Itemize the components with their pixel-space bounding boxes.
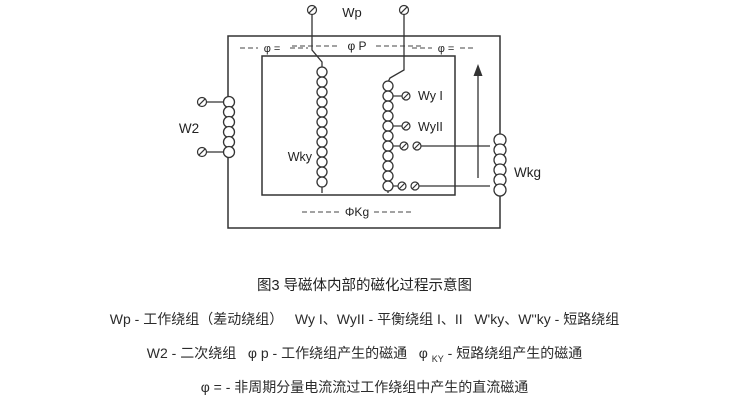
flux-dashed-lines	[240, 45, 476, 213]
label-phi-p: φ P	[347, 39, 366, 53]
coil-right-limb	[382, 80, 394, 192]
terminal-wy2-icon	[401, 121, 411, 131]
label-wp: Wp	[342, 5, 362, 20]
label-wy2: WyII	[418, 120, 443, 134]
coil-wkg	[493, 133, 507, 197]
legend-line-2-subscript: KY	[431, 353, 444, 364]
label-wky: Wky	[288, 150, 313, 164]
label-w2: W2	[179, 121, 199, 136]
core-inner-rect	[261, 55, 456, 196]
legend-line-1: Wp - 工作绕组（差动绕组） Wy I、WyII - 平衡绕组 I、II W'…	[109, 311, 620, 327]
terminal-pair1-icons	[399, 141, 422, 151]
w2-leads	[206, 101, 223, 153]
terminal-wy1-icon	[401, 91, 411, 101]
figure-caption: 图3 导磁体内部的磁化过程示意图	[256, 278, 473, 294]
terminal-top-right-icon	[398, 4, 410, 16]
terminal-top-left-icon	[306, 4, 318, 16]
wp-leads	[311, 14, 405, 83]
legend-line-3: φ = - 非周期分量电流流过工作绕组中产生的直流磁通	[200, 379, 529, 395]
legend-line-2-part2: - 短路绕组产生的磁通	[443, 345, 583, 361]
legend-line-2: W2 - 二次绕组 φ p - 工作绕组产生的磁通 φ KY - 短路绕组产生的…	[0, 343, 729, 364]
winding-limb-wires	[321, 67, 389, 193]
terminal-pair2-icons	[397, 181, 420, 191]
label-wy1: Wy I	[418, 89, 443, 103]
label-wkg: Wkg	[514, 165, 541, 180]
coil-w2	[222, 95, 236, 159]
label-phi-eq-right: φ =	[438, 43, 455, 55]
coil-left-limb	[316, 66, 328, 188]
flux-up-arrow-icon	[473, 64, 483, 178]
magnetization-diagram: Wp φ P φ = φ = W2 Wky Wy I WyII Wkg ΦKg	[179, 4, 541, 229]
terminal-w2-lower-icon	[196, 146, 208, 158]
legend-line-2-part1: W2 - 二次绕组 φ p - 工作绕组产生的磁通 φ	[146, 345, 432, 361]
core-outer-rect	[227, 35, 501, 229]
label-phi-kg: ΦKg	[345, 205, 369, 219]
label-phi-eq-left: φ =	[264, 43, 281, 55]
terminal-icons	[196, 4, 422, 191]
wy-tap-wires	[393, 95, 490, 187]
terminal-w2-upper-icon	[196, 96, 208, 108]
